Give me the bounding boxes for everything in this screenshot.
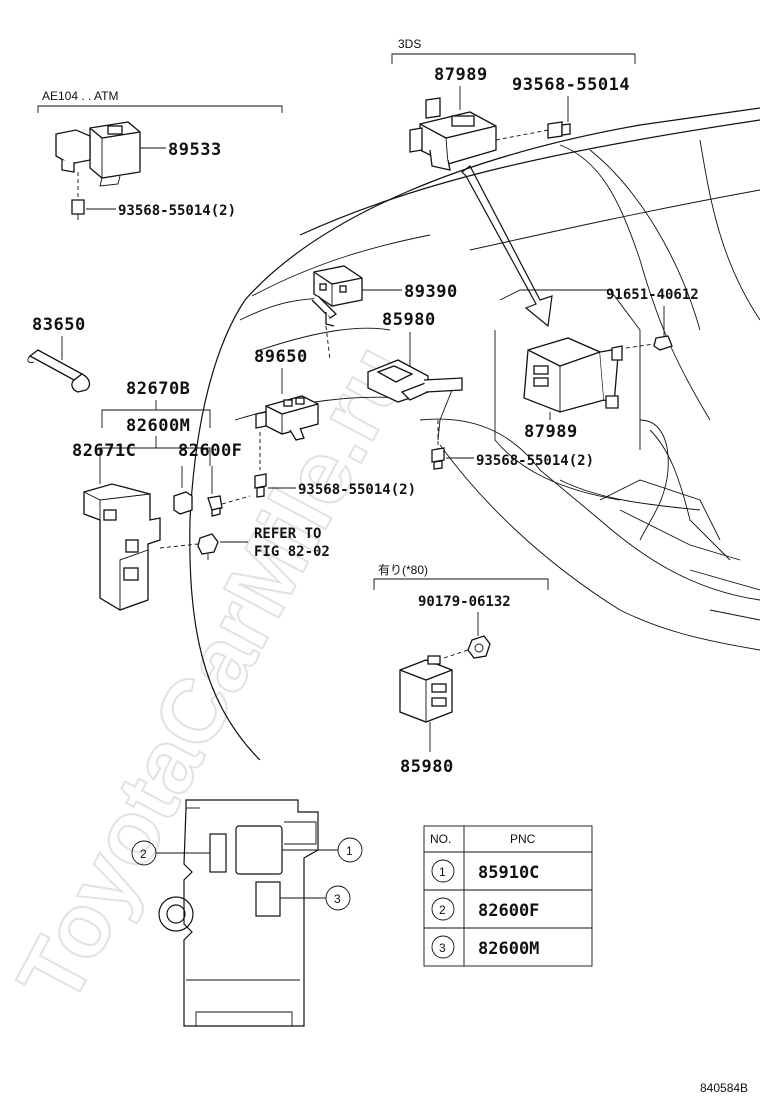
label-89650: 89650 <box>254 347 308 367</box>
label-93568-b: 93568-55014(2) <box>298 482 416 498</box>
callout-3: 3 <box>280 885 351 911</box>
switch-83650-part <box>27 349 91 393</box>
svg-text:2: 2 <box>439 903 446 917</box>
sensor-89650-part <box>255 395 319 441</box>
group-label-ari80: 有り(*80) <box>378 563 428 577</box>
bolt-93568-b <box>254 473 267 498</box>
svg-text:1: 1 <box>346 844 353 858</box>
label-82600f: 82600F <box>178 441 242 461</box>
label-90179-06132: 90179-06132 <box>418 594 511 610</box>
table-row: 2 82600F <box>431 897 539 921</box>
label-93568-c: 93568-55014(2) <box>476 453 594 469</box>
svg-text:1: 1 <box>439 865 446 879</box>
svg-text:2: 2 <box>140 847 147 861</box>
nut-91651 <box>653 335 673 351</box>
bolt-93568-c <box>431 447 445 470</box>
table-row: 3 82600M <box>431 935 539 959</box>
label-83650: 83650 <box>32 315 86 335</box>
svg-text:82600M: 82600M <box>478 939 539 959</box>
label-82600m: 82600M <box>126 416 190 436</box>
table-row: 1 85910C <box>431 859 539 883</box>
callout-1: 1 <box>282 837 363 863</box>
label-85980-mid: 85980 <box>382 310 436 330</box>
group-label-3ds: 3DS <box>398 37 421 51</box>
sensor-87989-top-part <box>409 97 497 171</box>
bolt-93568-top <box>547 121 571 139</box>
label-refer-fig: FIG 82-02 <box>254 544 330 560</box>
junction-block-82671c-part <box>83 483 161 611</box>
svg-text:3: 3 <box>439 941 446 955</box>
callout-2: 2 <box>131 840 210 866</box>
figure-code: 840584B <box>700 1081 748 1095</box>
label-93568-a: 93568-55014(2) <box>118 203 236 219</box>
junction-block-detail <box>158 799 319 1027</box>
label-87989-mid: 87989 <box>524 422 578 442</box>
table-header-pnc: PNC <box>510 832 536 846</box>
bracket-89390-part <box>311 265 363 327</box>
label-85980-bottom: 85980 <box>400 757 454 777</box>
bolt-93568-a <box>71 199 85 220</box>
module-85980-bottom-part <box>399 655 453 723</box>
relay-82600m-part <box>173 491 193 515</box>
watermark: ToyotaCarMile.ru <box>0 329 430 1019</box>
label-89533: 89533 <box>168 140 222 160</box>
sensor-87989-mid-part <box>523 337 623 413</box>
label-82670b: 82670B <box>126 379 190 399</box>
relay-89533-part <box>55 121 141 187</box>
nut-refer-fig <box>197 533 219 560</box>
label-93568-top: 93568-55014 <box>512 75 630 95</box>
table-header-no: NO. <box>430 832 451 846</box>
svg-text:3: 3 <box>334 892 341 906</box>
label-89390: 89390 <box>404 282 458 302</box>
label-refer-to: REFER TO <box>254 526 321 542</box>
label-91651-40612: 91651-40612 <box>606 287 699 303</box>
dashboard-outline <box>189 107 760 761</box>
group-ae104-atm: AE104 . . ATM 89533 93568-55014(2) <box>37 89 283 220</box>
relay-82600f-part <box>207 495 223 517</box>
label-87989-top: 87989 <box>434 65 488 85</box>
group-label-ae104-atm: AE104 . . ATM <box>42 89 118 103</box>
module-85980-mid-part <box>367 359 463 441</box>
nut-90179 <box>467 635 491 659</box>
group-ari80: 有り(*80) 90179-06132 85980 <box>373 563 549 777</box>
pnc-table: NO. PNC 1 85910C 2 82600F 3 82600M <box>423 825 593 967</box>
svg-text:82600F: 82600F <box>478 901 539 921</box>
label-82671c: 82671C <box>72 441 136 461</box>
svg-text:85910C: 85910C <box>478 863 539 883</box>
group-3ds: 3DS 87989 93568-55014 <box>391 37 636 328</box>
